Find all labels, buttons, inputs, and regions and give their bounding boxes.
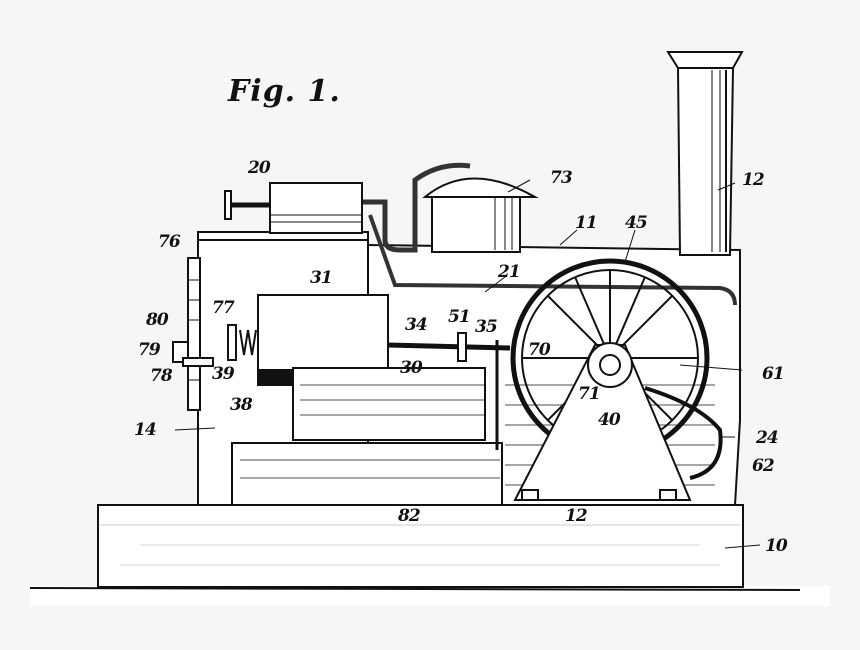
engine-cylinder (231, 294, 503, 506)
label-20: 20 (248, 158, 271, 178)
label-51: 51 (448, 307, 471, 327)
label-38: 38 (230, 395, 253, 415)
label-12-bottom: 12 (565, 506, 588, 526)
spring-coil (227, 324, 257, 361)
label-78: 78 (150, 366, 173, 386)
smokestack (666, 51, 744, 256)
steam-dome (422, 177, 539, 253)
label-30: 30 (400, 358, 423, 378)
exhaust-pipe (644, 386, 723, 480)
label-24: 24 (756, 428, 779, 448)
label-70: 70 (528, 340, 551, 360)
label-11: 11 (575, 213, 598, 233)
label-10: 10 (765, 536, 788, 556)
figure-title: Fig. 1. (228, 74, 341, 109)
label-12-top: 12 (742, 170, 765, 190)
label-77: 77 (212, 298, 235, 318)
label-34: 34 (405, 315, 428, 335)
leader-lines (174, 179, 761, 549)
label-80: 80 (146, 310, 169, 330)
label-73: 73 (550, 168, 573, 188)
label-40: 40 (598, 410, 621, 430)
steam-pipe (360, 162, 471, 253)
label-76: 76 (158, 232, 181, 252)
label-39: 39 (212, 364, 235, 384)
sheet-bottom-margin (30, 586, 830, 606)
label-35: 35 (475, 317, 498, 337)
label-45: 45 (625, 213, 648, 233)
steam-pipe-lower (368, 214, 737, 306)
piston-rod (387, 332, 511, 450)
label-62: 62 (752, 456, 775, 476)
label-14: 14 (134, 420, 157, 440)
label-71: 71 (578, 384, 601, 404)
label-79: 79 (138, 340, 161, 360)
support-frame (513, 342, 692, 501)
label-82: 82 (398, 506, 421, 526)
top-cylinder (224, 182, 363, 234)
gauge-rack (172, 257, 214, 411)
label-61: 61 (762, 364, 785, 384)
label-31: 31 (310, 268, 333, 288)
base-platform (29, 504, 801, 591)
label-21-top: 21 (498, 262, 521, 282)
